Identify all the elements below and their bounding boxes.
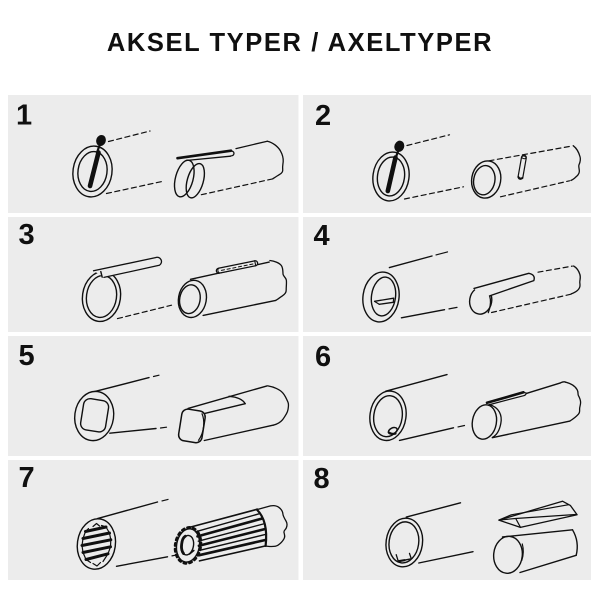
svg-text:1: 1 <box>16 100 32 132</box>
svg-text:5: 5 <box>19 340 35 372</box>
svg-text:3: 3 <box>19 219 35 251</box>
svg-text:2: 2 <box>315 100 331 132</box>
svg-text:6: 6 <box>315 341 331 373</box>
svg-text:8: 8 <box>314 463 330 495</box>
svg-text:4: 4 <box>314 220 330 252</box>
svg-text:7: 7 <box>19 462 35 494</box>
svg-text:AKSEL TYPER / AXELTYPER: AKSEL TYPER / AXELTYPER <box>107 29 493 57</box>
